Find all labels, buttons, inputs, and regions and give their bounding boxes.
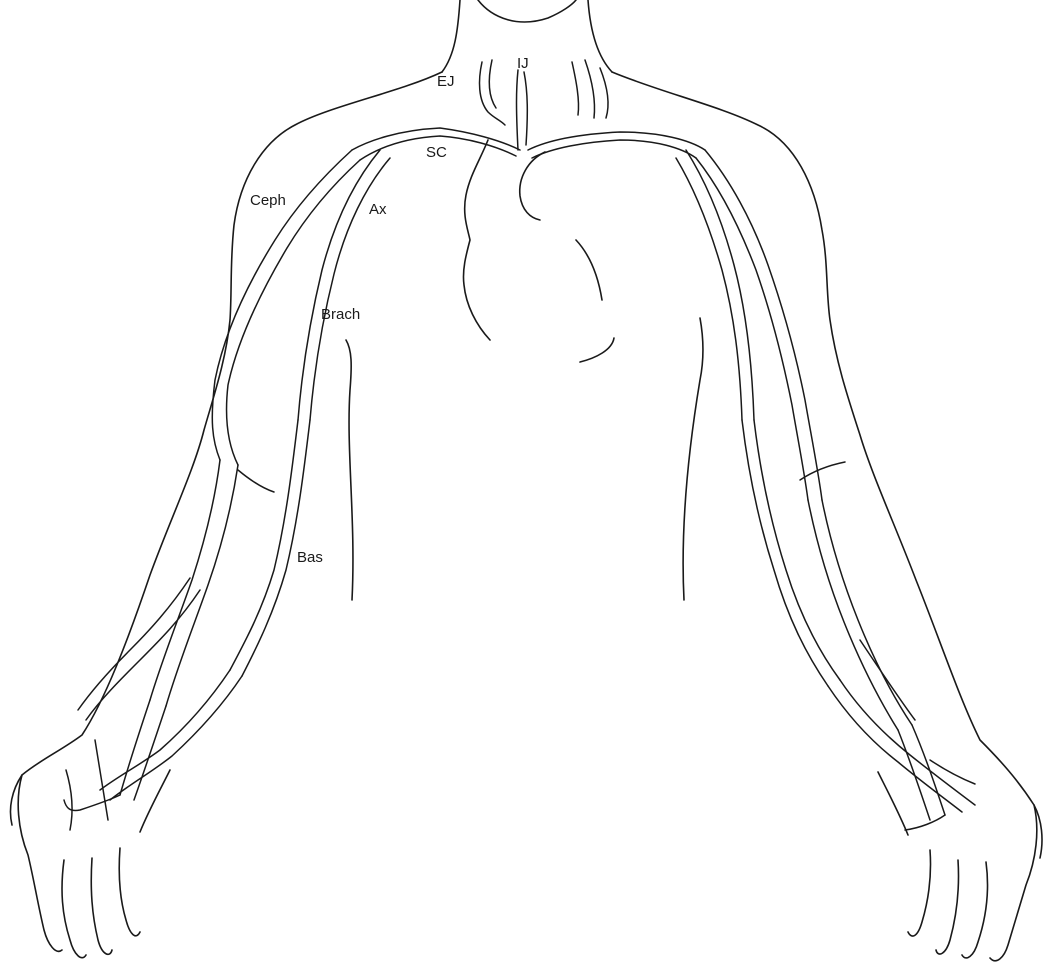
heart-outline (463, 140, 614, 362)
axillary-label: Ax (369, 202, 387, 217)
body-outline (10, 72, 1042, 858)
right-hand (878, 772, 1037, 961)
neck-veins (480, 60, 608, 150)
brachial-label: Brach (321, 307, 360, 322)
external-jugular-label: EJ (437, 74, 455, 89)
internal-jugular-label: IJ (517, 56, 529, 71)
subclavian-label: SC (426, 145, 447, 160)
left-hand (18, 770, 170, 958)
basilic-label: Bas (297, 550, 323, 565)
left-arm-veins (64, 128, 520, 830)
cephalic-label: Ceph (250, 193, 286, 208)
right-arm-veins (528, 132, 975, 830)
